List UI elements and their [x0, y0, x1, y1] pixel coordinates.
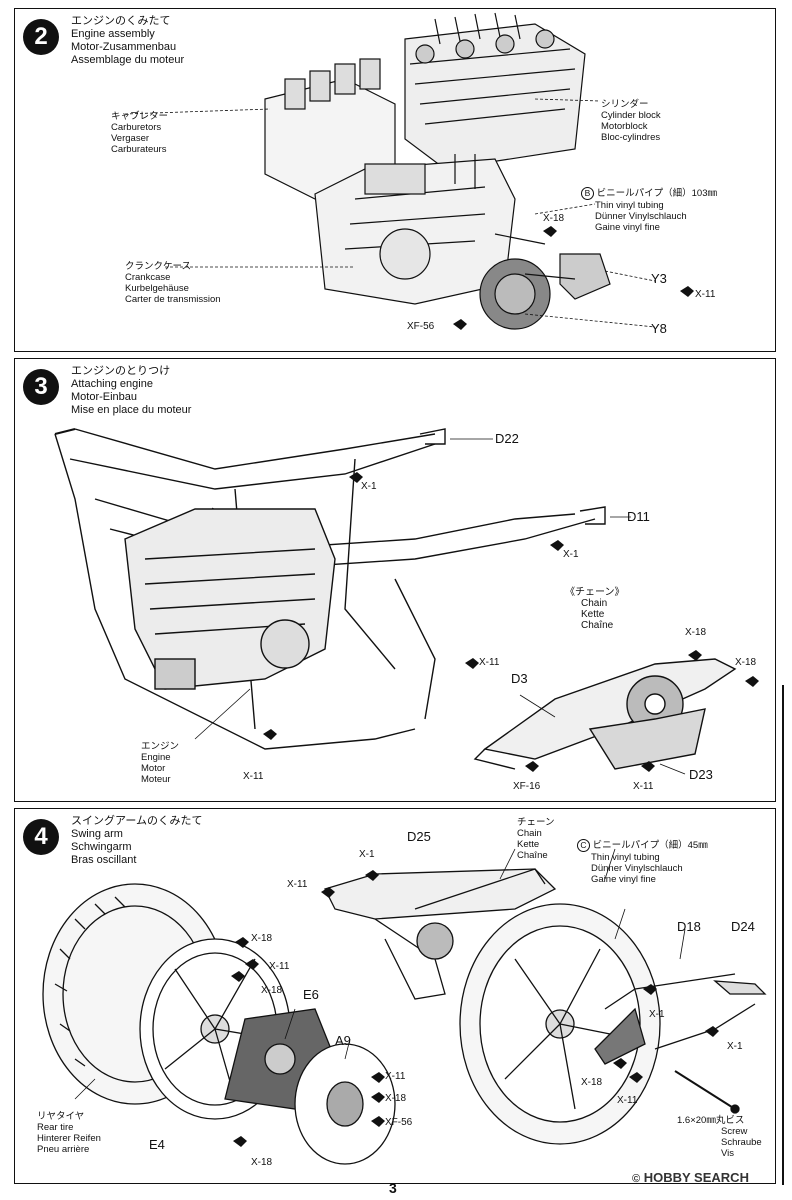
paint-code-x1-upper: X-1 — [361, 481, 377, 492]
frame-engine-illustration — [54, 428, 759, 775]
part-d24: D24 — [731, 919, 755, 934]
part-d3: D3 — [511, 671, 528, 686]
paint-code-x11-rim: X-11 — [269, 961, 290, 972]
paint-code-x18-guard: X-18 — [735, 657, 757, 668]
step-3-panel: 3 エンジンのとりつけ Attaching engine Motor-Einba… — [14, 358, 776, 802]
part-y8: Y8 — [651, 321, 667, 336]
vinyl-tubing-label: B ビニールパイプ（細）103㎜ Thin vinyl tubing Dünne… — [581, 187, 717, 233]
watermark: © HOBBY SEARCH — [632, 1170, 749, 1185]
chain-label: チェーン Chain Kette Chaîne — [517, 817, 555, 861]
carburetors-label: キャブレター Carburetors Vergaser Carburateurs — [111, 111, 169, 155]
step-title: エンジンのとりつけ Attaching engine Motor-Einbau … — [71, 365, 192, 416]
part-a9: A9 — [335, 1033, 351, 1048]
crankcase-label: クランクケース Crankcase Kurbelgehäuse Carter d… — [125, 261, 221, 305]
part-letter-c: C — [577, 839, 590, 852]
paint-code-x18-hub: X-18 — [251, 1157, 273, 1168]
rear-tire-label: リヤタイヤ Rear tire Hinterer Reifen Pneu arr… — [37, 1111, 101, 1155]
vinyl-tubing-label: C ビニールパイプ（細）45㎜ Thin vinyl tubing Dünner… — [577, 839, 708, 885]
paint-code-xf56: XF-56 — [385, 1117, 413, 1128]
page-edge-rule — [782, 685, 784, 1185]
part-e6: E6 — [303, 987, 319, 1002]
engine-assembly-illustration — [124, 12, 694, 330]
engine-label: エンジン Engine Motor Moteur — [141, 741, 180, 785]
cylinder-block-label: シリンダー Cylinder block Motorblock Bloc-cyl… — [601, 99, 661, 143]
paint-code-x11-disc: X-11 — [385, 1071, 406, 1082]
part-d18: D18 — [677, 919, 701, 934]
paint-code-x11: X-11 — [695, 289, 716, 300]
paint-code-x11-sprocket: X-11 — [633, 781, 654, 792]
paint-code-xf56: XF-56 — [407, 321, 435, 332]
paint-code-x11-engine: X-11 — [243, 771, 264, 782]
step-title: エンジンのくみたて Engine assembly Motor-Zusammen… — [71, 15, 185, 66]
part-letter-b: B — [581, 187, 594, 200]
step-2-panel: 2 エンジンのくみたて Engine assembly Motor-Zusamm… — [14, 8, 776, 352]
paint-code-x1-lower: X-1 — [563, 549, 579, 560]
paint-code-x11-caliper: X-11 — [617, 1095, 638, 1106]
paint-code-x1-swingarm: X-1 — [359, 849, 375, 860]
step-4-panel: 4 スイングアームのくみたて Swing arm Schwingarm Bras… — [14, 808, 776, 1184]
step-title: スイングアームのくみたて Swing arm Schwingarm Bras o… — [71, 815, 203, 866]
part-d23: D23 — [689, 767, 713, 782]
step-number-badge: 3 — [23, 369, 59, 405]
paint-code-x1-shock: X-1 — [727, 1041, 743, 1052]
step-number-badge: 4 — [23, 819, 59, 855]
paint-code-x11-frame: X-11 — [479, 657, 500, 668]
chain-label: 《チェーン》 Chain Kette Chaîne — [565, 587, 625, 631]
paint-code-x11-swingarm: X-11 — [287, 879, 308, 890]
part-d11: D11 — [627, 509, 650, 524]
swing-arm-illustration — [42, 848, 767, 1165]
watermark-brand: HOBBY SEARCH — [643, 1170, 749, 1185]
paint-code-x18-chain: X-18 — [685, 627, 707, 638]
part-e4: E4 — [149, 1137, 165, 1152]
paint-code-x18-rim: X-18 — [251, 933, 273, 944]
paint-code-x1-bracket: X-1 — [649, 1009, 665, 1020]
paint-code-x18-spoke: X-18 — [261, 985, 283, 996]
part-y3: Y3 — [651, 271, 667, 286]
part-d25: D25 — [407, 829, 431, 844]
paint-code-x18: X-18 — [543, 213, 565, 224]
screw-label: 1.6×20㎜丸ビス Screw Schraube Vis — [677, 1115, 762, 1159]
part-d22: D22 — [495, 431, 519, 446]
step-number-badge: 2 — [23, 19, 59, 55]
paint-code-x18-caliper: X-18 — [581, 1077, 603, 1088]
page-number: 3 — [389, 1180, 397, 1196]
paint-code-xf16: XF-16 — [513, 781, 541, 792]
paint-code-x18-disc: X-18 — [385, 1093, 407, 1104]
